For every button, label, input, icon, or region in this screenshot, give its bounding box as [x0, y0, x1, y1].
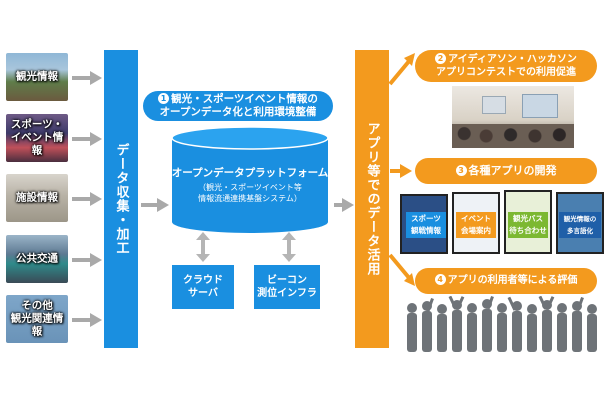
- data-collection-bar: データ収集・加工: [104, 50, 138, 348]
- number-badge: 4: [434, 274, 446, 285]
- sightseeing-photo: [6, 53, 68, 101]
- source-label: 施設情報: [16, 191, 58, 204]
- arrow-right-icon: [72, 192, 102, 206]
- platform-title: オープンデータプラットフォーム: [171, 167, 329, 179]
- arrow-right-icon: [72, 132, 102, 146]
- projector-screen: [482, 96, 506, 114]
- source-tile-facility: 施設情報: [6, 174, 68, 222]
- facility-photo: [6, 174, 68, 222]
- arrow-up-right-icon: [388, 53, 415, 86]
- source-tile-public-transport: 公共交通: [6, 235, 68, 283]
- audience: [452, 124, 574, 148]
- app-label-event: イベント会場案内: [456, 212, 496, 238]
- arrow-right-icon: [72, 71, 102, 85]
- other-bg: [6, 295, 68, 343]
- source-tile-other: その他観光関連情報: [6, 295, 68, 343]
- arrow-right-icon: [390, 164, 412, 178]
- sports-photo: [6, 114, 68, 162]
- arrow-right-icon: [72, 253, 102, 267]
- people-silhouettes: [407, 296, 597, 352]
- source-tile-sports-event: スポーツ・イベント情報: [6, 114, 68, 162]
- arrow-down-right-icon: [388, 253, 415, 286]
- app-screens: スポーツ観戦情報 イベント会場案内 観光バス待ち合わせ 観光情報の多言語化: [400, 190, 605, 254]
- app-label-bus: 観光バス待ち合わせ: [508, 212, 548, 238]
- source-label: スポーツ・イベント情報: [10, 118, 64, 157]
- double-arrow-icon: [196, 232, 210, 262]
- arrow-right-icon: [334, 198, 354, 212]
- data-usage-bar: アプリ等でのデータ活用: [355, 50, 389, 348]
- arrow-right-icon: [72, 313, 102, 327]
- source-label: 観光情報: [16, 70, 58, 83]
- source-label: 公共交通: [16, 252, 58, 265]
- beacon-infra-box: ビーコン測位インフラ: [254, 265, 320, 309]
- source-label: その他観光関連情報: [10, 299, 64, 338]
- number-badge: 3: [455, 165, 467, 176]
- double-arrow-icon: [282, 232, 296, 262]
- transport-photo: [6, 235, 68, 283]
- cloud-server-box: クラウドサーバ: [172, 265, 234, 309]
- app-label-multilingual: 観光情報の多言語化: [559, 212, 601, 238]
- platform-subtitle: （観光・スポーツイベント等情報流通連携基盤システム）: [198, 183, 302, 203]
- hackathon-photo: [452, 86, 574, 148]
- platform-cylinder: [171, 126, 329, 233]
- source-tile-sightseeing: 観光情報: [6, 53, 68, 101]
- projector-screen: [522, 94, 558, 118]
- app-label-sports: スポーツ観戦情報: [406, 212, 446, 238]
- arrow-right-icon: [141, 198, 169, 212]
- number-badge: 2: [435, 53, 447, 64]
- number-badge: 1: [158, 93, 170, 104]
